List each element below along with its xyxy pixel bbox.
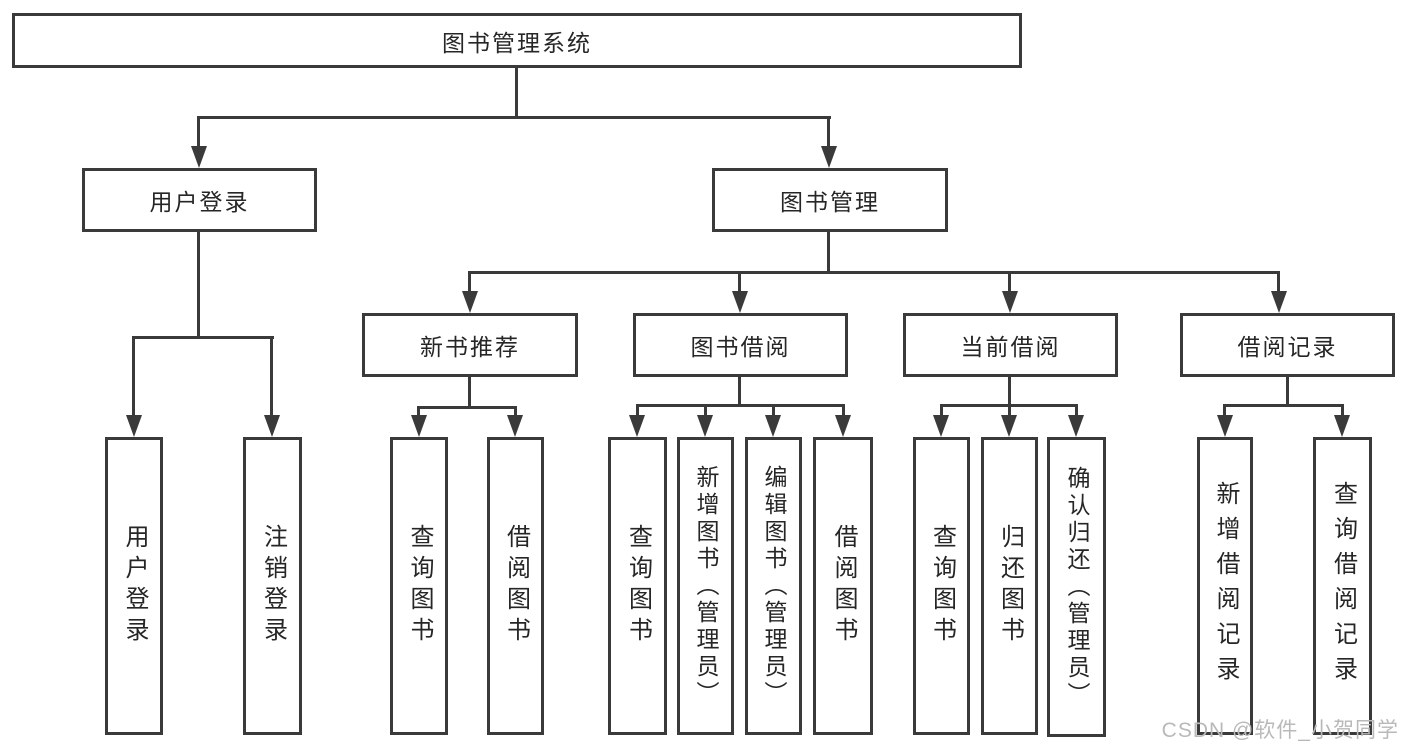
node-current-borrow: 当前借阅 [903,313,1118,377]
arrow-down-icon [835,415,851,437]
connector-drop [940,404,943,420]
arrow-down-icon [697,415,713,437]
leaf-label: 查询图书 [406,524,433,648]
connector-drop [197,116,200,152]
arrow-down-icon [264,415,280,437]
node-label: 图书管理系统 [442,29,592,56]
node-book-management-group: 图书管理 [712,168,948,232]
arrow-down-icon [1271,291,1287,313]
leaf-query-borrow-record: 查询借阅记录 [1313,437,1372,735]
leaf-label: 编辑图书（管理员） [761,464,787,708]
connector-bar [468,271,1280,274]
connector-drop [1075,404,1078,420]
connector-stem [738,376,741,405]
connector-drop [1223,404,1226,420]
connector-stem [1008,376,1011,405]
leaf-label: 确认归还（管理员） [1064,465,1090,709]
connector-bar [132,336,274,339]
connector-drop [1277,271,1280,297]
leaf-label: 注销登录 [259,524,287,648]
node-label: 图书借阅 [690,334,791,360]
connector-drop [704,404,707,420]
leaf-query-book-1: 查询图书 [390,437,448,735]
node-library-management-system: 图书管理系统 [12,13,1022,68]
leaf-logout: 注销登录 [243,437,302,735]
node-label: 图书管理 [780,189,880,215]
connector-drop [132,336,135,420]
leaf-confirm-return-admin: 确认归还（管理员） [1047,437,1106,737]
node-book-borrow: 图书借阅 [633,313,848,377]
connector-stem [197,231,200,337]
connector-drop [772,404,775,420]
leaf-label: 借阅图书 [502,524,530,648]
arrow-down-icon [821,146,837,168]
connector-drop [1341,404,1344,420]
arrow-down-icon [1334,415,1350,437]
leaf-query-book-3: 查询图书 [913,437,970,735]
arrow-down-icon [629,415,645,437]
leaf-borrow-book-2: 借阅图书 [813,437,873,735]
connector-drop [738,271,741,297]
leaf-label: 归还图书 [996,524,1024,648]
connector-stem [1286,376,1289,405]
node-new-book-recommend: 新书推荐 [362,313,578,377]
arrow-down-icon [1001,415,1017,437]
arrow-down-icon [732,291,748,313]
node-borrow-records: 借阅记录 [1180,313,1395,377]
connector-bar [417,406,517,409]
connector-drop [827,116,830,152]
connector-stem [515,66,518,118]
leaf-return-book: 归还图书 [981,437,1038,735]
connector-drop [270,336,273,420]
node-label: 当前借阅 [960,334,1061,360]
leaf-label: 查询图书 [624,524,652,648]
leaf-edit-book-admin: 编辑图书（管理员） [745,437,802,735]
connector-bar [636,404,845,407]
node-label: 新书推荐 [420,334,520,360]
arrow-down-icon [411,415,427,437]
connector-drop [417,406,420,420]
connector-drop [842,404,845,420]
leaf-add-book-admin: 新增图书（管理员） [677,437,734,735]
leaf-user-login: 用户登录 [105,437,163,735]
arrow-down-icon [933,415,949,437]
connector-drop [1008,404,1011,420]
connector-stem [468,376,471,407]
arrow-down-icon [1217,415,1233,437]
connector-drop [468,271,471,297]
leaf-label: 用户登录 [121,524,148,648]
connector-drop [1008,271,1011,297]
node-label: 用户登录 [149,189,250,215]
arrow-down-icon [507,415,523,437]
leaf-label: 查询图书 [928,524,956,648]
node-user-login-group: 用户登录 [82,168,317,232]
arrow-down-icon [126,415,142,437]
leaf-add-borrow-record: 新增借阅记录 [1197,437,1253,735]
connector-bar [1223,404,1344,407]
arrow-down-icon [765,415,781,437]
connector-bar [197,116,831,119]
connector-stem [827,231,830,274]
connector-drop [514,406,517,420]
leaf-label: 新增借阅记录 [1212,481,1239,691]
leaf-label: 借阅图书 [830,524,857,648]
arrow-down-icon [462,291,478,313]
connector-drop [636,404,639,420]
arrow-down-icon [1002,291,1018,313]
leaf-label: 新增图书（管理员） [693,464,719,708]
leaf-label: 查询借阅记录 [1329,481,1357,691]
leaf-query-book-2: 查询图书 [608,437,667,735]
arrow-down-icon [1068,415,1084,437]
arrow-down-icon [191,146,207,168]
node-label: 借阅记录 [1237,334,1338,360]
watermark-text: CSDN @软件_小贺同学 [1161,719,1399,742]
leaf-borrow-book-1: 借阅图书 [487,437,544,735]
